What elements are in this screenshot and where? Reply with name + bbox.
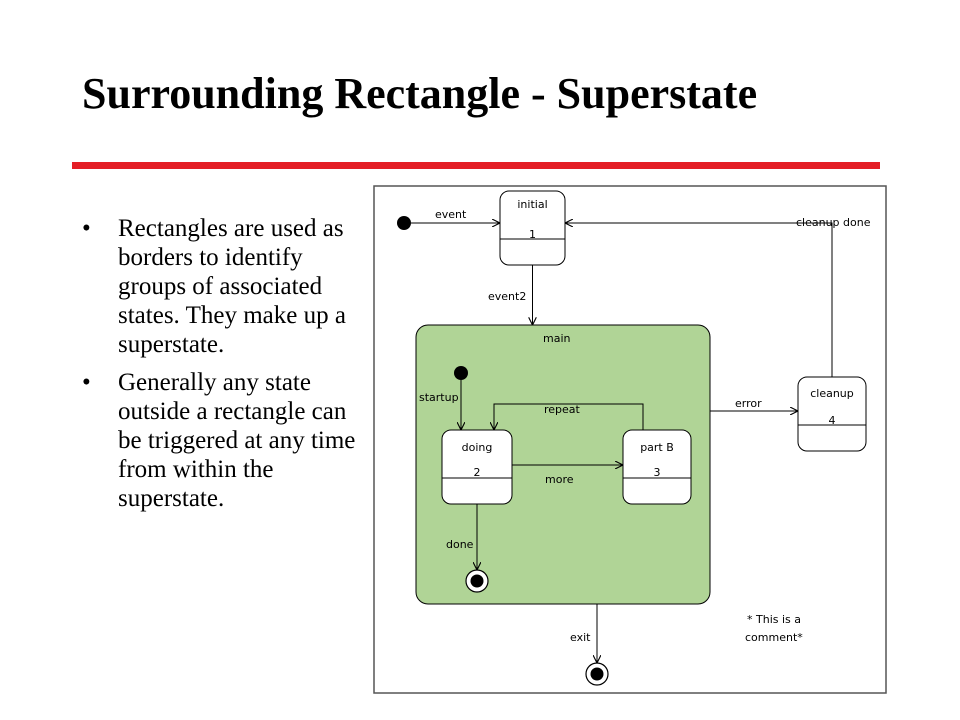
state-doing: doing 2 xyxy=(441,429,513,505)
bullet-text: Rectangles are used as borders to identi… xyxy=(118,215,346,358)
final-state-exit xyxy=(585,662,609,686)
slide-title: Surrounding Rectangle - Superstate xyxy=(82,69,758,118)
bullet-list: • Rectangles are used as borders to iden… xyxy=(82,214,372,522)
state-number: 3 xyxy=(654,466,661,479)
label-repeat: repeat xyxy=(544,403,581,416)
label-startup: startup xyxy=(419,391,459,404)
state-part-b: part B 3 xyxy=(622,429,692,505)
title-divider xyxy=(72,162,880,169)
state-diagram: main initial 1 doing 2 part B 3 cleanup … xyxy=(373,185,887,694)
transition-repeat xyxy=(494,403,644,430)
label-more: more xyxy=(545,473,574,486)
label-cleanup-done: cleanup done xyxy=(796,216,871,229)
label-event2: event2 xyxy=(488,290,526,303)
state-name: part B xyxy=(640,441,674,454)
bullet-item: • Generally any state outside a rectangl… xyxy=(82,368,372,513)
final-state-main xyxy=(465,569,489,593)
label-done: done xyxy=(446,538,474,551)
label-exit: exit xyxy=(570,631,591,644)
bullet-item: • Rectangles are used as borders to iden… xyxy=(82,214,372,359)
state-number: 2 xyxy=(474,466,481,479)
state-initial: initial 1 xyxy=(499,190,566,266)
initial-pseudostate-main xyxy=(454,366,468,380)
bullet-marker: • xyxy=(82,369,91,396)
comment-line-2: comment* xyxy=(745,631,803,644)
superstate-label: main xyxy=(543,332,571,345)
label-event: event xyxy=(435,208,467,221)
state-number: 4 xyxy=(829,414,836,427)
bullet-text: Generally any state outside a rectangle … xyxy=(118,369,356,512)
bullet-marker: • xyxy=(82,215,91,242)
initial-pseudostate xyxy=(397,216,411,230)
transition-cleanup-done xyxy=(565,223,833,377)
state-number: 1 xyxy=(529,228,536,241)
state-name: initial xyxy=(517,198,547,211)
state-name: cleanup xyxy=(810,387,854,400)
comment-line-1: * This is a xyxy=(747,613,801,626)
state-name: doing xyxy=(462,441,493,454)
state-cleanup: cleanup 4 xyxy=(797,376,867,452)
label-error: error xyxy=(735,397,762,410)
